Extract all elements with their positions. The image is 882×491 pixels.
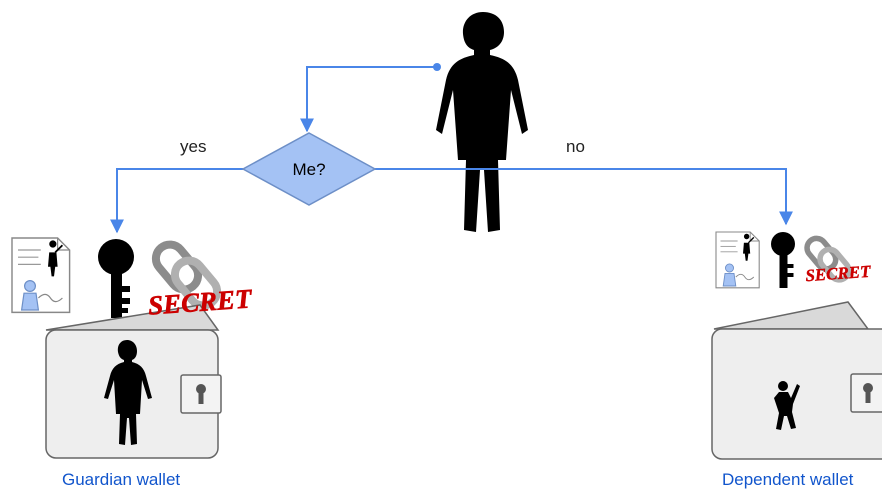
dependent-clasp [850,373,882,413]
dependent-chain-link-icon [804,235,852,283]
flow-loop-arrow [300,63,441,133]
dependent-wallet [711,301,882,460]
guardian-clasp [180,374,222,414]
no-branch-arrow [375,168,793,226]
keyhole-icon [863,383,873,403]
decision-label: Me? [292,160,325,179]
guardian-secret-stamp: SECRET [147,283,254,320]
decision-node: Me? [241,132,377,206]
guardian-chain-link-icon [151,240,222,310]
dependent-document-icon [715,231,760,289]
child-silhouette-icon [774,381,800,430]
guardian-wallet-label: Guardian wallet [62,470,181,489]
yes-branch-arrow [110,168,243,234]
adult-silhouette-icon [104,340,152,445]
yes-label: yes [180,137,207,156]
dependent-wallet-label: Dependent wallet [722,470,854,489]
keyhole-icon [196,384,206,404]
dependent-key-icon [771,232,795,288]
dependent-secret-stamp: SECRET [805,262,872,286]
guardian-wallet [45,304,222,459]
woman-silhouette-icon [436,12,528,232]
guardian-document-icon [11,237,71,314]
no-label: no [566,137,585,156]
guardian-key-icon [98,239,134,318]
